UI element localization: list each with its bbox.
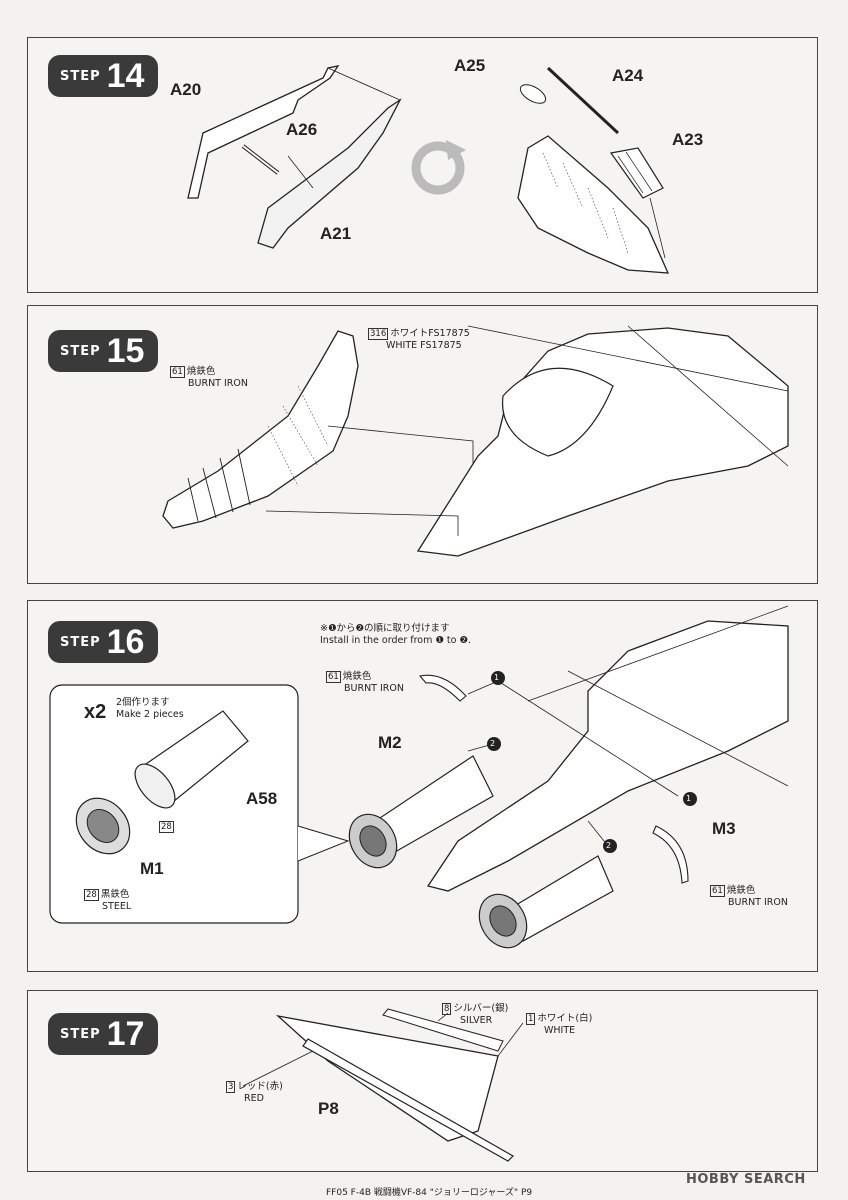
- color-code: 28: [159, 821, 174, 833]
- step15-drawing: [162, 325, 789, 557]
- step14-drawing: [187, 65, 670, 274]
- part-label: P8: [318, 1099, 339, 1118]
- color-name-jp: シルバー(銀): [453, 1003, 509, 1014]
- step-badge: STEP 15: [48, 330, 159, 372]
- order-marker: 2: [606, 841, 612, 850]
- color-code: 316: [368, 328, 389, 340]
- order-marker: 1: [686, 794, 692, 803]
- step-number: 15: [106, 332, 145, 370]
- color-name-en: STEEL: [102, 901, 132, 912]
- color-code: 61: [710, 885, 725, 897]
- part-label: M3: [712, 819, 736, 838]
- make-pieces-note: 2個作ります Make 2 pieces: [116, 697, 184, 721]
- color-name-jp: 焼鉄色: [726, 885, 756, 896]
- step-word: STEP: [60, 1026, 101, 1042]
- page-footer: FF05 F-4B 戦闘機VF-84 "ジョリーロジャーズ" P9: [326, 1188, 533, 1198]
- step16-panel: STEP 16 ※❶から❷の順に取り付けます Install in the or…: [27, 600, 818, 972]
- color-code: 1: [526, 1013, 536, 1025]
- color-name-jp: 黒鉄色: [100, 889, 130, 900]
- step-number: 16: [106, 623, 145, 661]
- step14-panel: STEP 14 A20 A26 A21 A25 A24 A23: [27, 37, 818, 293]
- step-badge: STEP 17: [48, 1013, 159, 1055]
- quantity-label: x2: [84, 701, 107, 723]
- color-name-jp: ホワイト(白): [537, 1013, 593, 1024]
- color-code-28: 28: [159, 821, 176, 833]
- step-word: STEP: [60, 343, 101, 359]
- install-order-note: ※❶から❷の順に取り付けます Install in the order from…: [320, 623, 471, 647]
- make-en: Make 2 pieces: [116, 709, 184, 720]
- color-name-en: RED: [244, 1093, 264, 1104]
- part-label: M2: [378, 733, 402, 752]
- color-name-jp: レッド(赤): [237, 1081, 283, 1092]
- color-name-jp: ホワイトFS17875: [390, 328, 470, 339]
- step-badge: STEP 14: [48, 55, 159, 97]
- part-label: A25: [454, 56, 486, 75]
- brand-watermark: HOBBY SEARCH: [686, 1172, 806, 1187]
- step-word: STEP: [60, 68, 101, 84]
- color-code: 61: [170, 366, 185, 378]
- part-label: A58: [246, 789, 278, 808]
- color-name-en: WHITE FS17875: [386, 340, 462, 351]
- step-badge: STEP 16: [48, 621, 159, 663]
- part-label: A23: [672, 130, 704, 149]
- color-name-jp: 焼鉄色: [186, 366, 216, 377]
- part-label: A26: [286, 120, 318, 139]
- part-label: M1: [140, 859, 164, 878]
- note-jp: ※❶から❷の順に取り付けます: [320, 623, 450, 634]
- color-code: 3: [226, 1081, 236, 1093]
- note-en: Install in the order from ❶ to ❷.: [320, 635, 472, 646]
- color-code: 61: [326, 671, 341, 683]
- step17-drawing: [242, 1008, 524, 1162]
- color-name-en: WHITE: [544, 1025, 576, 1036]
- color-name-en: BURNT IRON: [344, 683, 404, 694]
- step-word: STEP: [60, 634, 101, 650]
- color-name-en: BURNT IRON: [728, 897, 788, 908]
- order-marker: 1: [494, 673, 500, 682]
- color-name-jp: 焼鉄色: [342, 671, 372, 682]
- step-number: 14: [106, 57, 145, 95]
- color-code: 8: [442, 1003, 452, 1015]
- color-name-en: SILVER: [460, 1015, 493, 1026]
- part-label: A20: [170, 80, 202, 99]
- order-marker: 2: [490, 739, 496, 748]
- color-code: 28: [84, 889, 99, 901]
- step16-drawing: [49, 605, 789, 949]
- step-number: 17: [106, 1015, 145, 1053]
- part-label: A21: [320, 224, 352, 243]
- make-jp: 2個作ります: [116, 697, 170, 708]
- color-name-en: BURNT IRON: [188, 378, 248, 389]
- part-label: A24: [612, 66, 644, 85]
